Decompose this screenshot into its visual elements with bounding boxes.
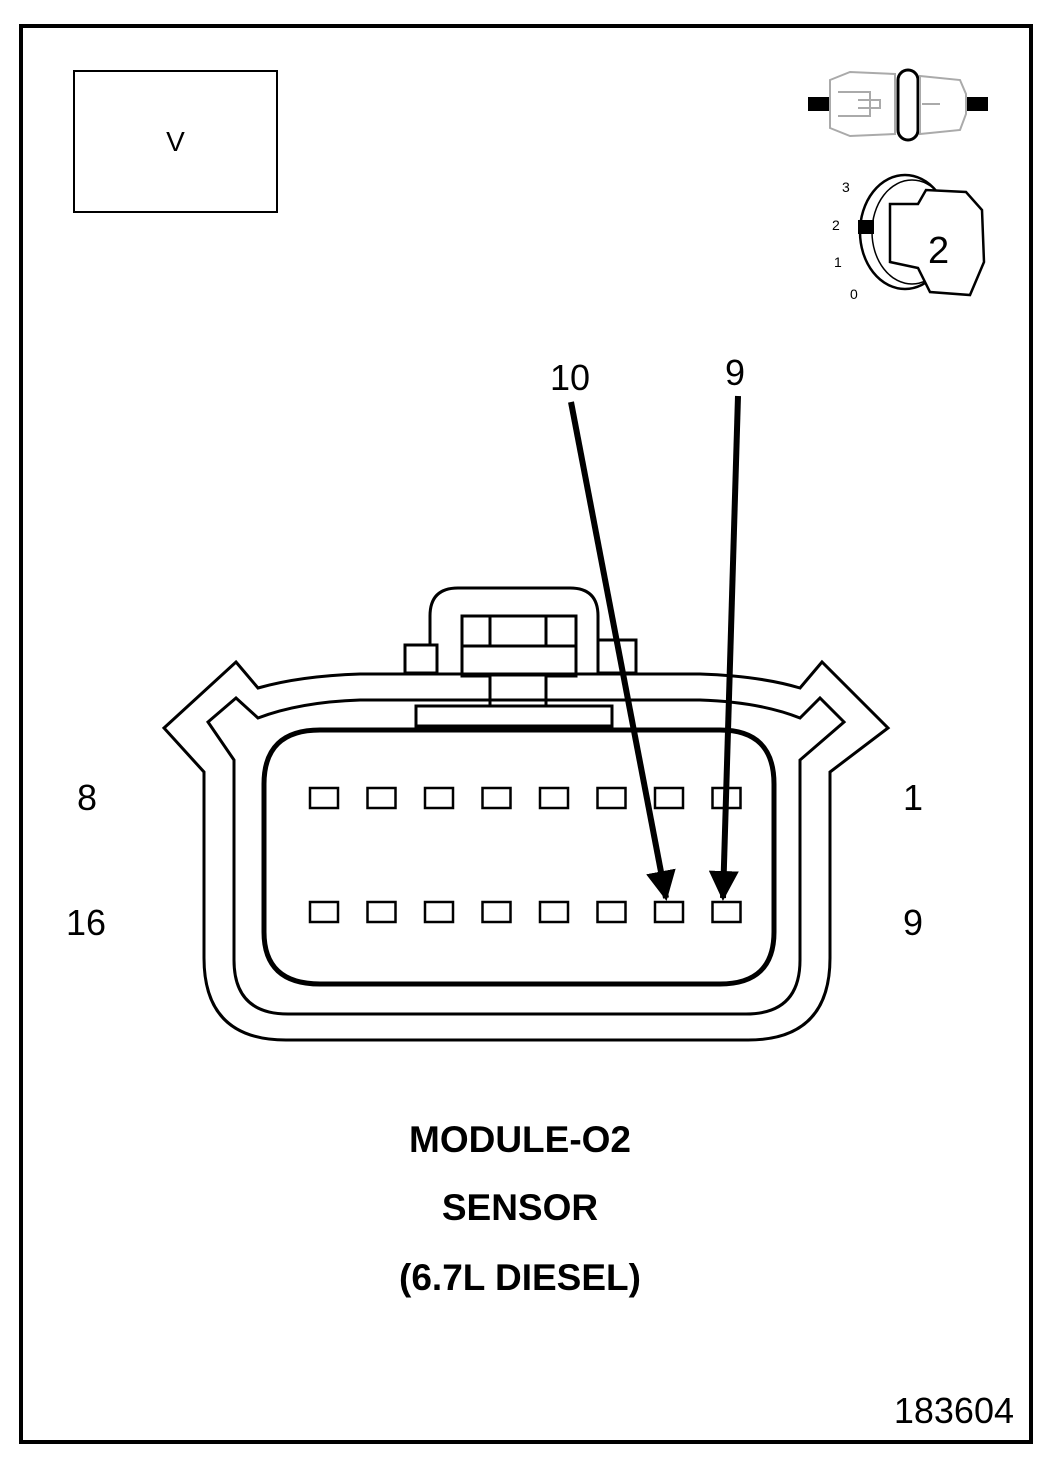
pin-cavity-15 — [366, 900, 397, 924]
pin-cavity-14 — [423, 900, 455, 924]
pin-cavity-9 — [711, 900, 742, 924]
diagram-frame — [19, 24, 1033, 1444]
pin-cavity-12 — [538, 900, 570, 924]
pin-cavity-5 — [481, 786, 512, 810]
caption-line-3: (6.7L DIESEL) — [399, 1257, 641, 1298]
voltmeter-box: V — [73, 70, 278, 213]
pin-cavity-16 — [308, 900, 340, 924]
callout-arrow-pin-10 — [568, 401, 676, 901]
callout-label-pin-10: 10 — [550, 357, 591, 398]
ignition-position-1: 1 — [834, 254, 842, 270]
pin-cavity-13 — [481, 900, 512, 924]
row2-left-label: 16 — [66, 902, 107, 943]
back-probe-connector-icon — [808, 68, 988, 142]
ignition-position-3: 3 — [842, 179, 850, 195]
callout-arrow-pin-9 — [708, 395, 741, 901]
pin-cavity-6 — [423, 786, 455, 810]
pin-row-top — [308, 786, 742, 810]
caption-line-2: SENSOR — [441, 1187, 599, 1228]
pin-cavity-11 — [596, 900, 627, 924]
figure-number: 183604 — [893, 1390, 1014, 1431]
connector-housing — [161, 586, 891, 1042]
caption-line-1: MODULE-O2 — [409, 1119, 631, 1160]
ignition-position-2: 2 — [832, 217, 840, 233]
pin-cavity-8 — [308, 786, 340, 810]
ignition-position-0: 0 — [850, 286, 858, 302]
row1-left-label: 8 — [77, 777, 98, 818]
pin-cavity-7 — [366, 786, 397, 810]
pin-cavity-4 — [538, 786, 570, 810]
callout-label-pin-9: 9 — [725, 352, 746, 393]
pin-cavity-2 — [653, 786, 685, 810]
voltmeter-label: V — [166, 125, 185, 157]
pin-row-bottom — [308, 900, 742, 924]
ignition-key-position-label: 2 — [928, 230, 950, 272]
row2-right-label: 9 — [903, 902, 924, 943]
row1-right-label: 1 — [903, 777, 924, 818]
pin-cavity-3 — [596, 786, 627, 810]
pin-cavity-10 — [653, 900, 685, 924]
ignition-key-icon — [858, 173, 986, 297]
